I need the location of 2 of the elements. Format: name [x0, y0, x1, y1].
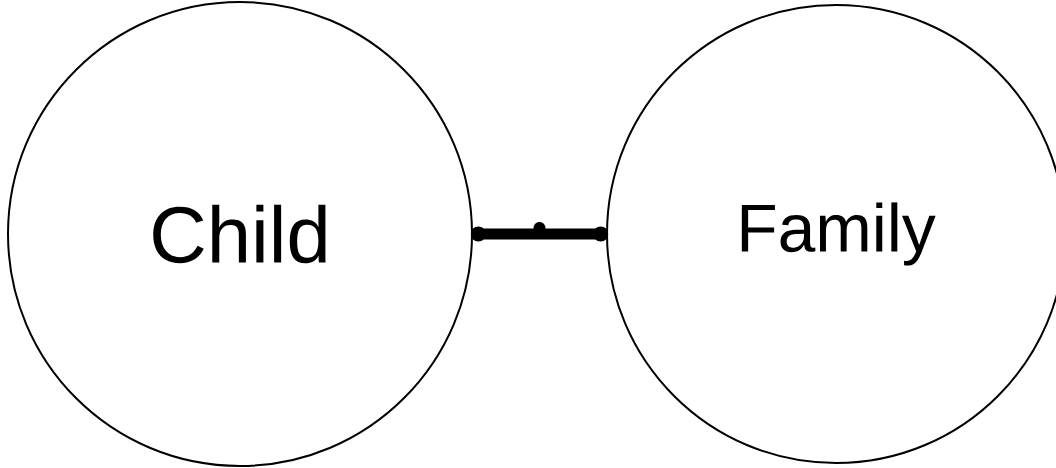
connector-line — [470, 222, 609, 242]
circle-node: Child — [7, 1, 473, 467]
